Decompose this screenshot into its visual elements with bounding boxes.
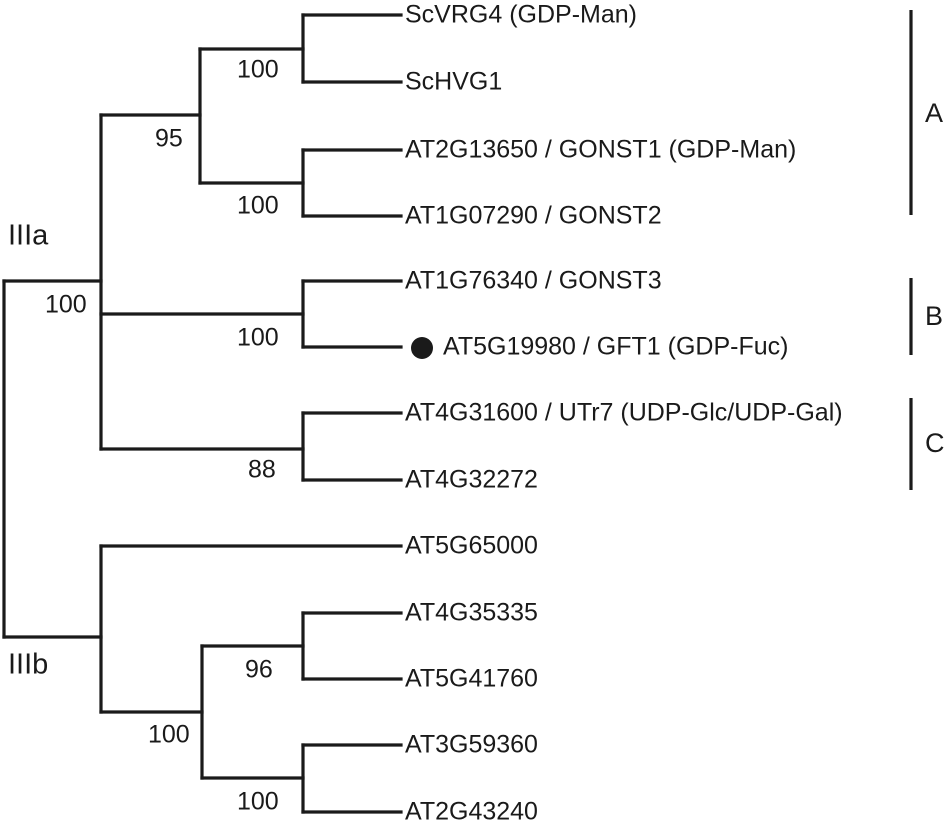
support-value-lower-cherry-1: 96 <box>245 656 273 684</box>
tip-label-GONST1: AT2G13650 / GONST1 (GDP-Man) <box>405 136 796 164</box>
tip-label-AT4G32272: AT4G32272 <box>405 466 538 494</box>
tip-label-AT5G41760: AT5G41760 <box>405 665 538 693</box>
tip-label-AT3G59360: AT3G59360 <box>405 731 538 759</box>
tip-label-UTr7: AT4G31600 / UTr7 (UDP-Glc/UDP-Gal) <box>405 399 843 427</box>
group-label-A: A <box>925 98 943 128</box>
tip-label-ScHVG1: ScHVG1 <box>405 68 502 96</box>
clade-label-IIIa: IIIa <box>8 220 49 252</box>
tip-label-AT5G65000: AT5G65000 <box>405 532 538 560</box>
support-value-groupB: 100 <box>237 324 279 352</box>
group-label-C: C <box>925 428 945 458</box>
support-value-groupA: 95 <box>155 125 183 153</box>
support-value-groupC: 88 <box>248 456 276 484</box>
tip-label-GFT1: AT5G19980 / GFT1 (GDP-Fuc) <box>443 333 788 361</box>
highlight-dot-icon <box>411 337 433 359</box>
tip-label-GONST3: AT1G76340 / GONST3 <box>405 267 662 295</box>
group-label-B: B <box>925 301 943 331</box>
support-value-IIIb-inner: 100 <box>148 721 190 749</box>
tip-label-GONST2: AT1G07290 / GONST2 <box>405 202 662 230</box>
tip-label-ScVRG4: ScVRG4 (GDP-Man) <box>405 1 637 29</box>
tip-label-AT2G43240: AT2G43240 <box>405 798 538 826</box>
support-value-sc-cherry: 100 <box>237 56 279 84</box>
support-value-gonst-cherry: 100 <box>237 192 279 220</box>
support-value-IIIa: 100 <box>45 291 87 319</box>
support-value-lower-cherry-2: 100 <box>237 788 279 816</box>
tip-label-AT4G35335: AT4G35335 <box>405 599 538 627</box>
clade-label-IIIb: IIIb <box>8 649 48 681</box>
